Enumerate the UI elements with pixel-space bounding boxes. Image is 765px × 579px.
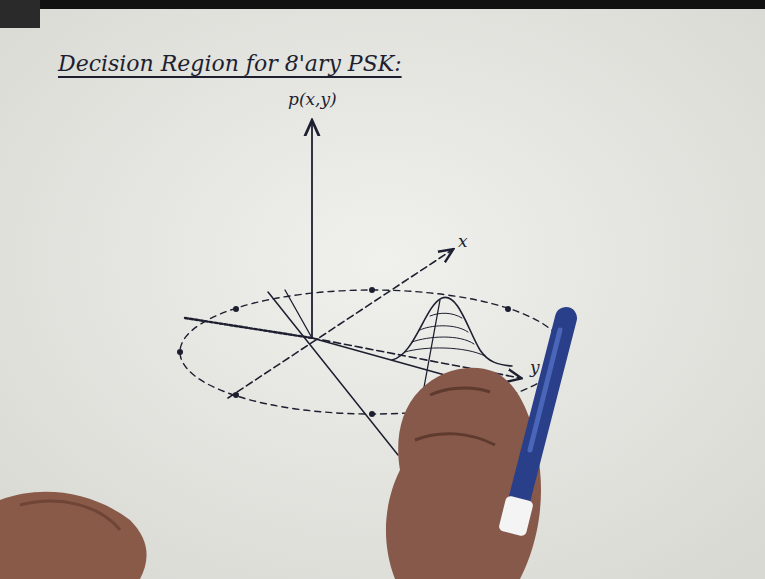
axis-label: p(x,y) xyxy=(288,90,337,109)
axis-label: y xyxy=(530,358,540,377)
slide-title: Decision Region for 8'ary PSK: xyxy=(58,52,402,76)
axis-label: x xyxy=(458,232,468,251)
